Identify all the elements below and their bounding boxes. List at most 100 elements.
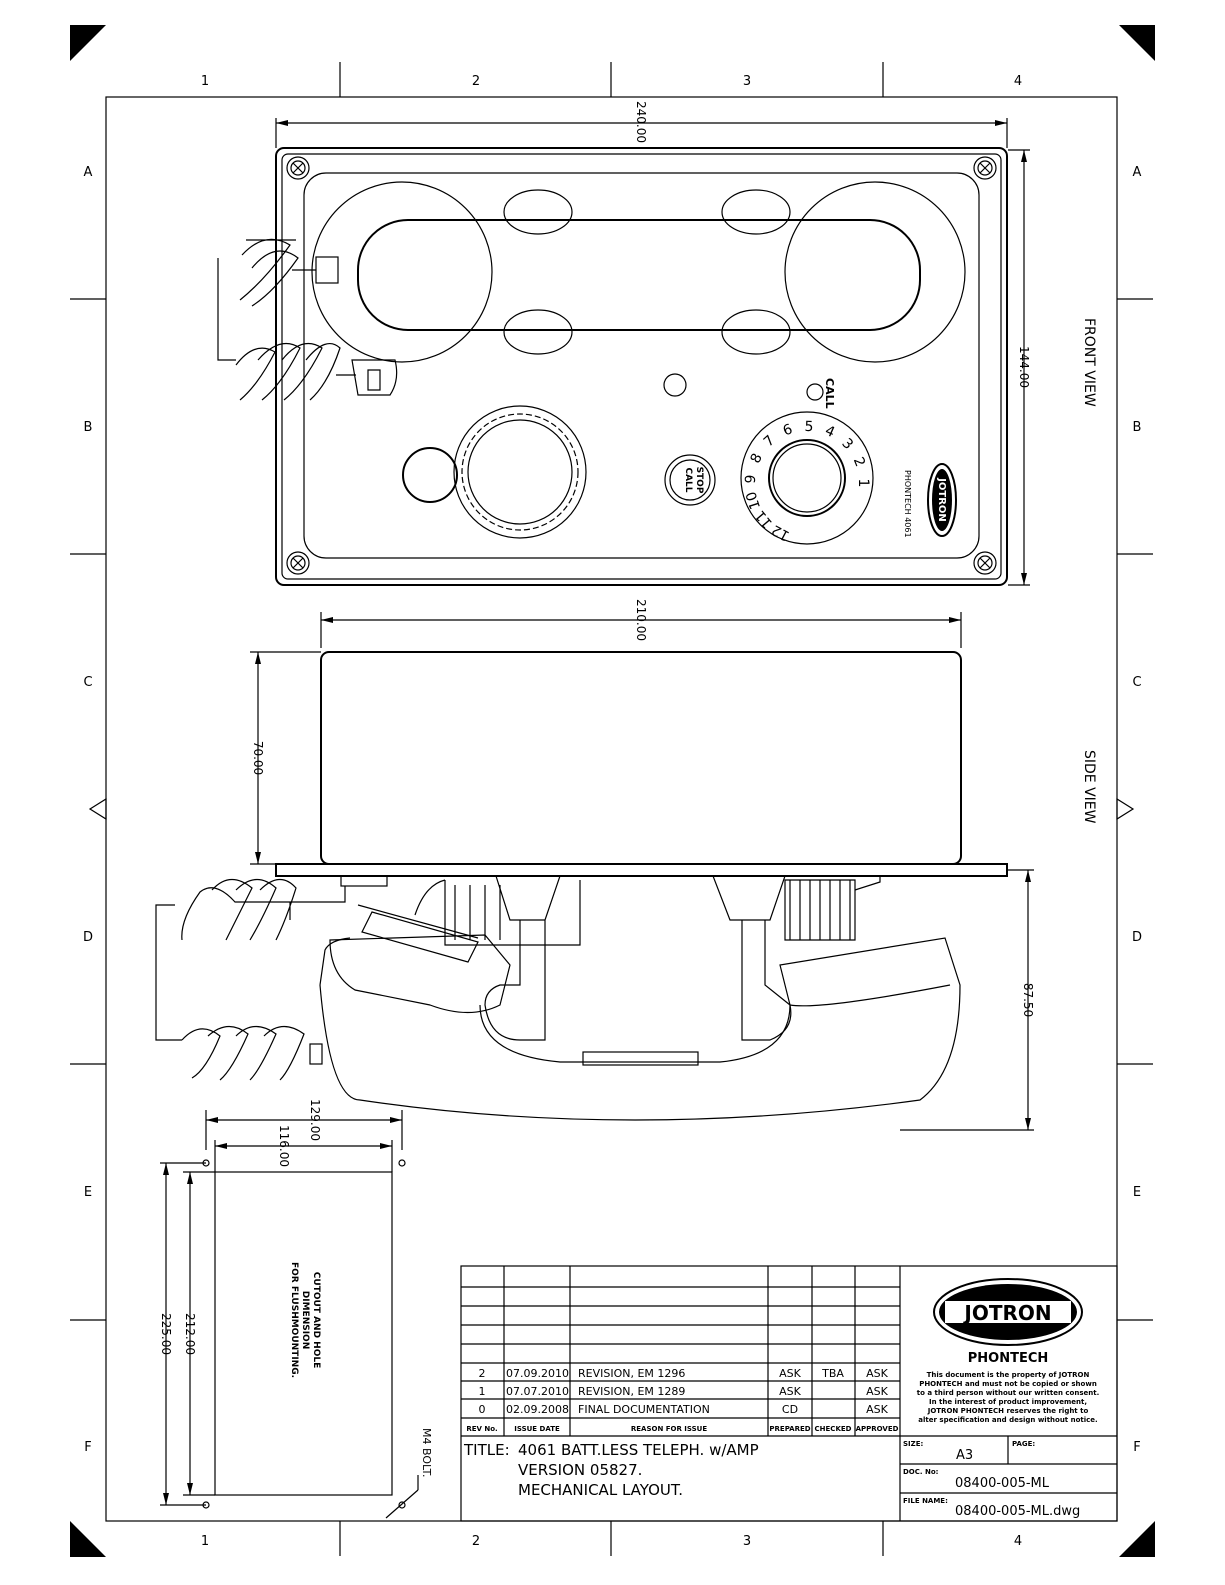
notice-line-2: PHONTECH and must not be copied or shown	[919, 1380, 1097, 1388]
row-label-b-right: B	[1133, 420, 1142, 435]
rev-1-approved: ASK	[866, 1385, 889, 1398]
title-line-1: 4061 BATT.LESS TELEPH. w/AMP	[518, 1441, 759, 1459]
hdr-reason: REASON FOR ISSUE	[631, 1425, 707, 1433]
row-label-f: F	[84, 1440, 91, 1455]
notice-line-5: JOTRON PHONTECH reserves the right to	[927, 1407, 1089, 1415]
notice-line-4: In the interest of product improvement,	[929, 1398, 1087, 1406]
file-value: 08400-005-ML.dwg	[955, 1504, 1080, 1519]
row-labels: A B C D E F A B C D E F	[83, 165, 1142, 1455]
col-label-2: 2	[472, 74, 480, 89]
col-label-1: 1	[201, 74, 209, 89]
dial-number: 4	[822, 423, 837, 441]
dial-number: 7	[761, 432, 778, 450]
side-body	[320, 651, 962, 865]
dial-number: 6	[781, 421, 795, 439]
rev-1-reason: REVISION, EM 1289	[578, 1385, 685, 1398]
row-label-e: E	[84, 1185, 92, 1200]
dim-side-height: 70.00	[251, 741, 265, 775]
dim-side-width: 210.00	[634, 599, 648, 641]
dim-cutout-inner-h: 212.00	[183, 1313, 197, 1355]
rev-2-no: 2	[479, 1367, 486, 1380]
cutout-note-2: DIMENSION	[300, 1291, 310, 1349]
side-view: 210.00 70.00 87.50	[155, 599, 1097, 1131]
dim-front-width: 240.00	[634, 101, 648, 143]
dial-number: 9	[743, 474, 760, 484]
side-view-label: SIDE VIEW	[1081, 750, 1097, 824]
rev-0-reason: FINAL DOCUMENTATION	[578, 1403, 710, 1416]
col-label-1-bottom: 1	[201, 1534, 209, 1549]
page-label: PAGE:	[1012, 1440, 1035, 1448]
doc-label: DOC. No:	[903, 1468, 939, 1476]
call-label: CALL	[823, 378, 836, 409]
rev-0-prepared: CD	[782, 1403, 798, 1416]
phontech-side-text: PHONTECH 4061	[903, 470, 912, 538]
corner-marks	[70, 25, 1155, 1557]
row-label-a: A	[84, 165, 93, 180]
size-value: A3	[956, 1448, 973, 1463]
bolt-label: M4 BOLT.	[420, 1428, 433, 1478]
col-label-2-bottom: 2	[472, 1534, 480, 1549]
row-label-e-right: E	[1133, 1185, 1141, 1200]
handset-side	[290, 875, 961, 1121]
col-label-4-bottom: 4	[1014, 1534, 1022, 1549]
coiled-cord-side	[155, 878, 323, 1081]
hdr-date: ISSUE DATE	[514, 1425, 560, 1433]
row-label-c-right: C	[1132, 675, 1141, 690]
dim-side-depth: 87.50	[1021, 983, 1035, 1017]
hdr-approved: APPROVED	[856, 1425, 899, 1433]
dim-front-height: 144.00	[1017, 346, 1031, 388]
rev-1-prepared: ASK	[779, 1385, 802, 1398]
rev-2-approved: ASK	[866, 1367, 889, 1380]
dial-number: 5	[804, 419, 813, 435]
cutout-note-3: FOR FLUSHMOUNTING.	[289, 1262, 299, 1378]
grid-ticks	[70, 62, 1153, 1556]
hdr-rev: REV No.	[466, 1425, 497, 1433]
dim-cutout-inner-w: 116.00	[277, 1125, 291, 1167]
dim-cutout-outer-h: 225.00	[159, 1313, 173, 1355]
row-label-c: C	[83, 675, 92, 690]
rev-2-prepared: ASK	[779, 1367, 802, 1380]
column-labels: 1 2 3 4 1 2 3 4	[201, 74, 1022, 1549]
logo-text: JOTRON	[962, 1301, 1051, 1325]
rev-0-no: 0	[479, 1403, 486, 1416]
notice-line-6: alter specification and design without n…	[918, 1416, 1097, 1424]
col-label-4: 4	[1014, 74, 1022, 89]
rev-2-checked: TBA	[821, 1367, 844, 1380]
call-stop-label-1: CALL	[683, 467, 693, 492]
dial-number: 11	[752, 507, 776, 531]
rev-2-reason: REVISION, EM 1296	[578, 1367, 685, 1380]
dim-cutout-outer-w: 129.00	[308, 1099, 322, 1141]
rev-0-approved: ASK	[866, 1403, 889, 1416]
row-label-b: B	[84, 420, 93, 435]
title-line-2: VERSION 05827.	[518, 1461, 642, 1479]
cutout-view: 129.00 116.00 225.00 212.00 CUTOUT AND H…	[159, 1099, 433, 1519]
front-view-label: FRONT VIEW	[1081, 318, 1097, 407]
mic-hole	[663, 373, 687, 397]
hdr-checked: CHECKED	[815, 1425, 852, 1433]
notice-line-1: This document is the property of JOTRON	[927, 1371, 1090, 1379]
title-line-3: MECHANICAL LAYOUT.	[518, 1481, 683, 1499]
title-block: 2 07.09.2010 REVISION, EM 1296 ASK TBA A…	[460, 1265, 1118, 1522]
rev-2-date: 07.09.2010	[506, 1367, 569, 1380]
handset-front	[311, 181, 966, 363]
rev-0-date: 02.09.2008	[506, 1403, 569, 1416]
col-label-3-bottom: 3	[743, 1534, 751, 1549]
rev-1-no: 1	[479, 1385, 486, 1398]
cutout-note-1: CUTOUT AND HOLE	[311, 1272, 321, 1368]
dial-number: 12	[769, 521, 792, 543]
jotron-badge-icon: JOTRON	[927, 463, 957, 537]
screw-icon	[286, 156, 997, 575]
call-stop-button: CALL STOP	[664, 454, 716, 506]
row-label-d-right: D	[1132, 930, 1142, 945]
rev-1-date: 07.07.2010	[506, 1385, 569, 1398]
cutout-rect	[214, 1171, 393, 1496]
hdr-prepared: PREPARED	[769, 1425, 810, 1433]
call-stop-label-2: STOP	[694, 467, 704, 494]
side-flange	[275, 863, 1008, 877]
doc-value: 08400-005-ML	[955, 1476, 1050, 1491]
dial-number: 3	[838, 435, 856, 453]
row-label-a-right: A	[1133, 165, 1142, 180]
jotron-logo-icon: JOTRON	[933, 1278, 1083, 1346]
dial-number: 1	[855, 479, 871, 488]
